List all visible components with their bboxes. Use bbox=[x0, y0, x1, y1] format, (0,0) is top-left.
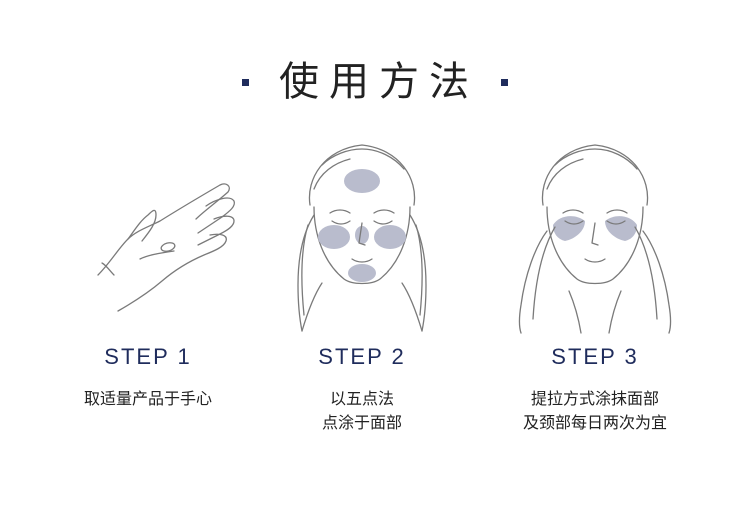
step-2-line-2: 点涂于面部 bbox=[321, 413, 402, 432]
page-title: 使用方法 bbox=[279, 59, 479, 105]
step-1: STEP 1 取适量产品于手心 bbox=[48, 135, 248, 455]
step-1-line-1: 取适量产品于手心 bbox=[83, 389, 212, 408]
step-2-description: 以五点法 点涂于面部 bbox=[262, 387, 462, 435]
step-3-label: STEP 3 bbox=[551, 344, 639, 369]
hand-icon bbox=[97, 183, 236, 312]
step-1-label: STEP 1 bbox=[104, 344, 192, 369]
title-row: 使用方法 bbox=[0, 52, 750, 112]
step-1-description: 取适量产品于手心 bbox=[48, 387, 248, 411]
title-left-dot bbox=[242, 78, 249, 86]
step-2-label: STEP 2 bbox=[318, 344, 406, 369]
title-right-dot bbox=[501, 78, 508, 86]
step-3-line-1: 提拉方式涂抹面部 bbox=[530, 389, 659, 408]
face-lifting-icon bbox=[518, 144, 672, 334]
step-2: STEP 2 以五点法 点涂于面部 bbox=[262, 135, 462, 455]
step-2-line-1: 以五点法 bbox=[329, 389, 394, 408]
step-3-line-2: 及颈部每日两次为宜 bbox=[522, 413, 667, 432]
face-five-point-icon bbox=[297, 144, 427, 332]
step-3-description: 提拉方式涂抹面部 及颈部每日两次为宜 bbox=[495, 387, 695, 435]
step-3: STEP 3 提拉方式涂抹面部 及颈部每日两次为宜 bbox=[495, 135, 695, 455]
